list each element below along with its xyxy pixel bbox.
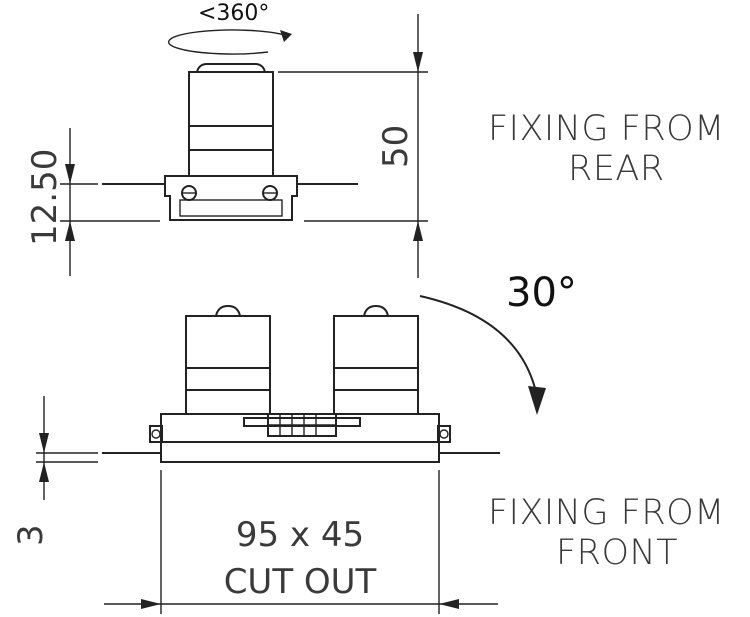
rear-depth-dimension [60, 128, 160, 276]
fixing-rear-title-line2: REAR [568, 149, 665, 189]
tilt-label: 30° [506, 270, 577, 316]
terminal-block [243, 413, 361, 437]
fixing-front-title-line1: FIXING FROM [488, 493, 725, 533]
front-depth-dimension [36, 396, 98, 500]
cutout-label: CUT OUT [224, 562, 377, 602]
tilt-arrow [419, 295, 546, 415]
rear-fixing-view: <360° 50 [25, 1, 725, 278]
fixing-rear-title-line1: FIXING FROM [488, 109, 725, 149]
mounting-plate-rear [102, 175, 358, 221]
front-fixing-view: 30° [11, 270, 725, 614]
front-depth-label: 3 [11, 524, 51, 546]
cutout-size-label: 95 x 45 [236, 515, 364, 555]
housing-front [102, 413, 500, 463]
rear-height-dimension [278, 14, 428, 278]
rear-height-label: 50 [376, 125, 416, 168]
rotation-label: <360° [198, 1, 269, 26]
rotation-arrow [167, 29, 292, 55]
rear-depth-label: 12.50 [25, 149, 65, 246]
cutout-dimension [104, 470, 498, 614]
lamp-module-left [185, 304, 271, 415]
lamp-module-rear [188, 63, 274, 177]
fixing-front-title-line2: FRONT [556, 533, 678, 573]
lamp-module-right [333, 304, 419, 415]
